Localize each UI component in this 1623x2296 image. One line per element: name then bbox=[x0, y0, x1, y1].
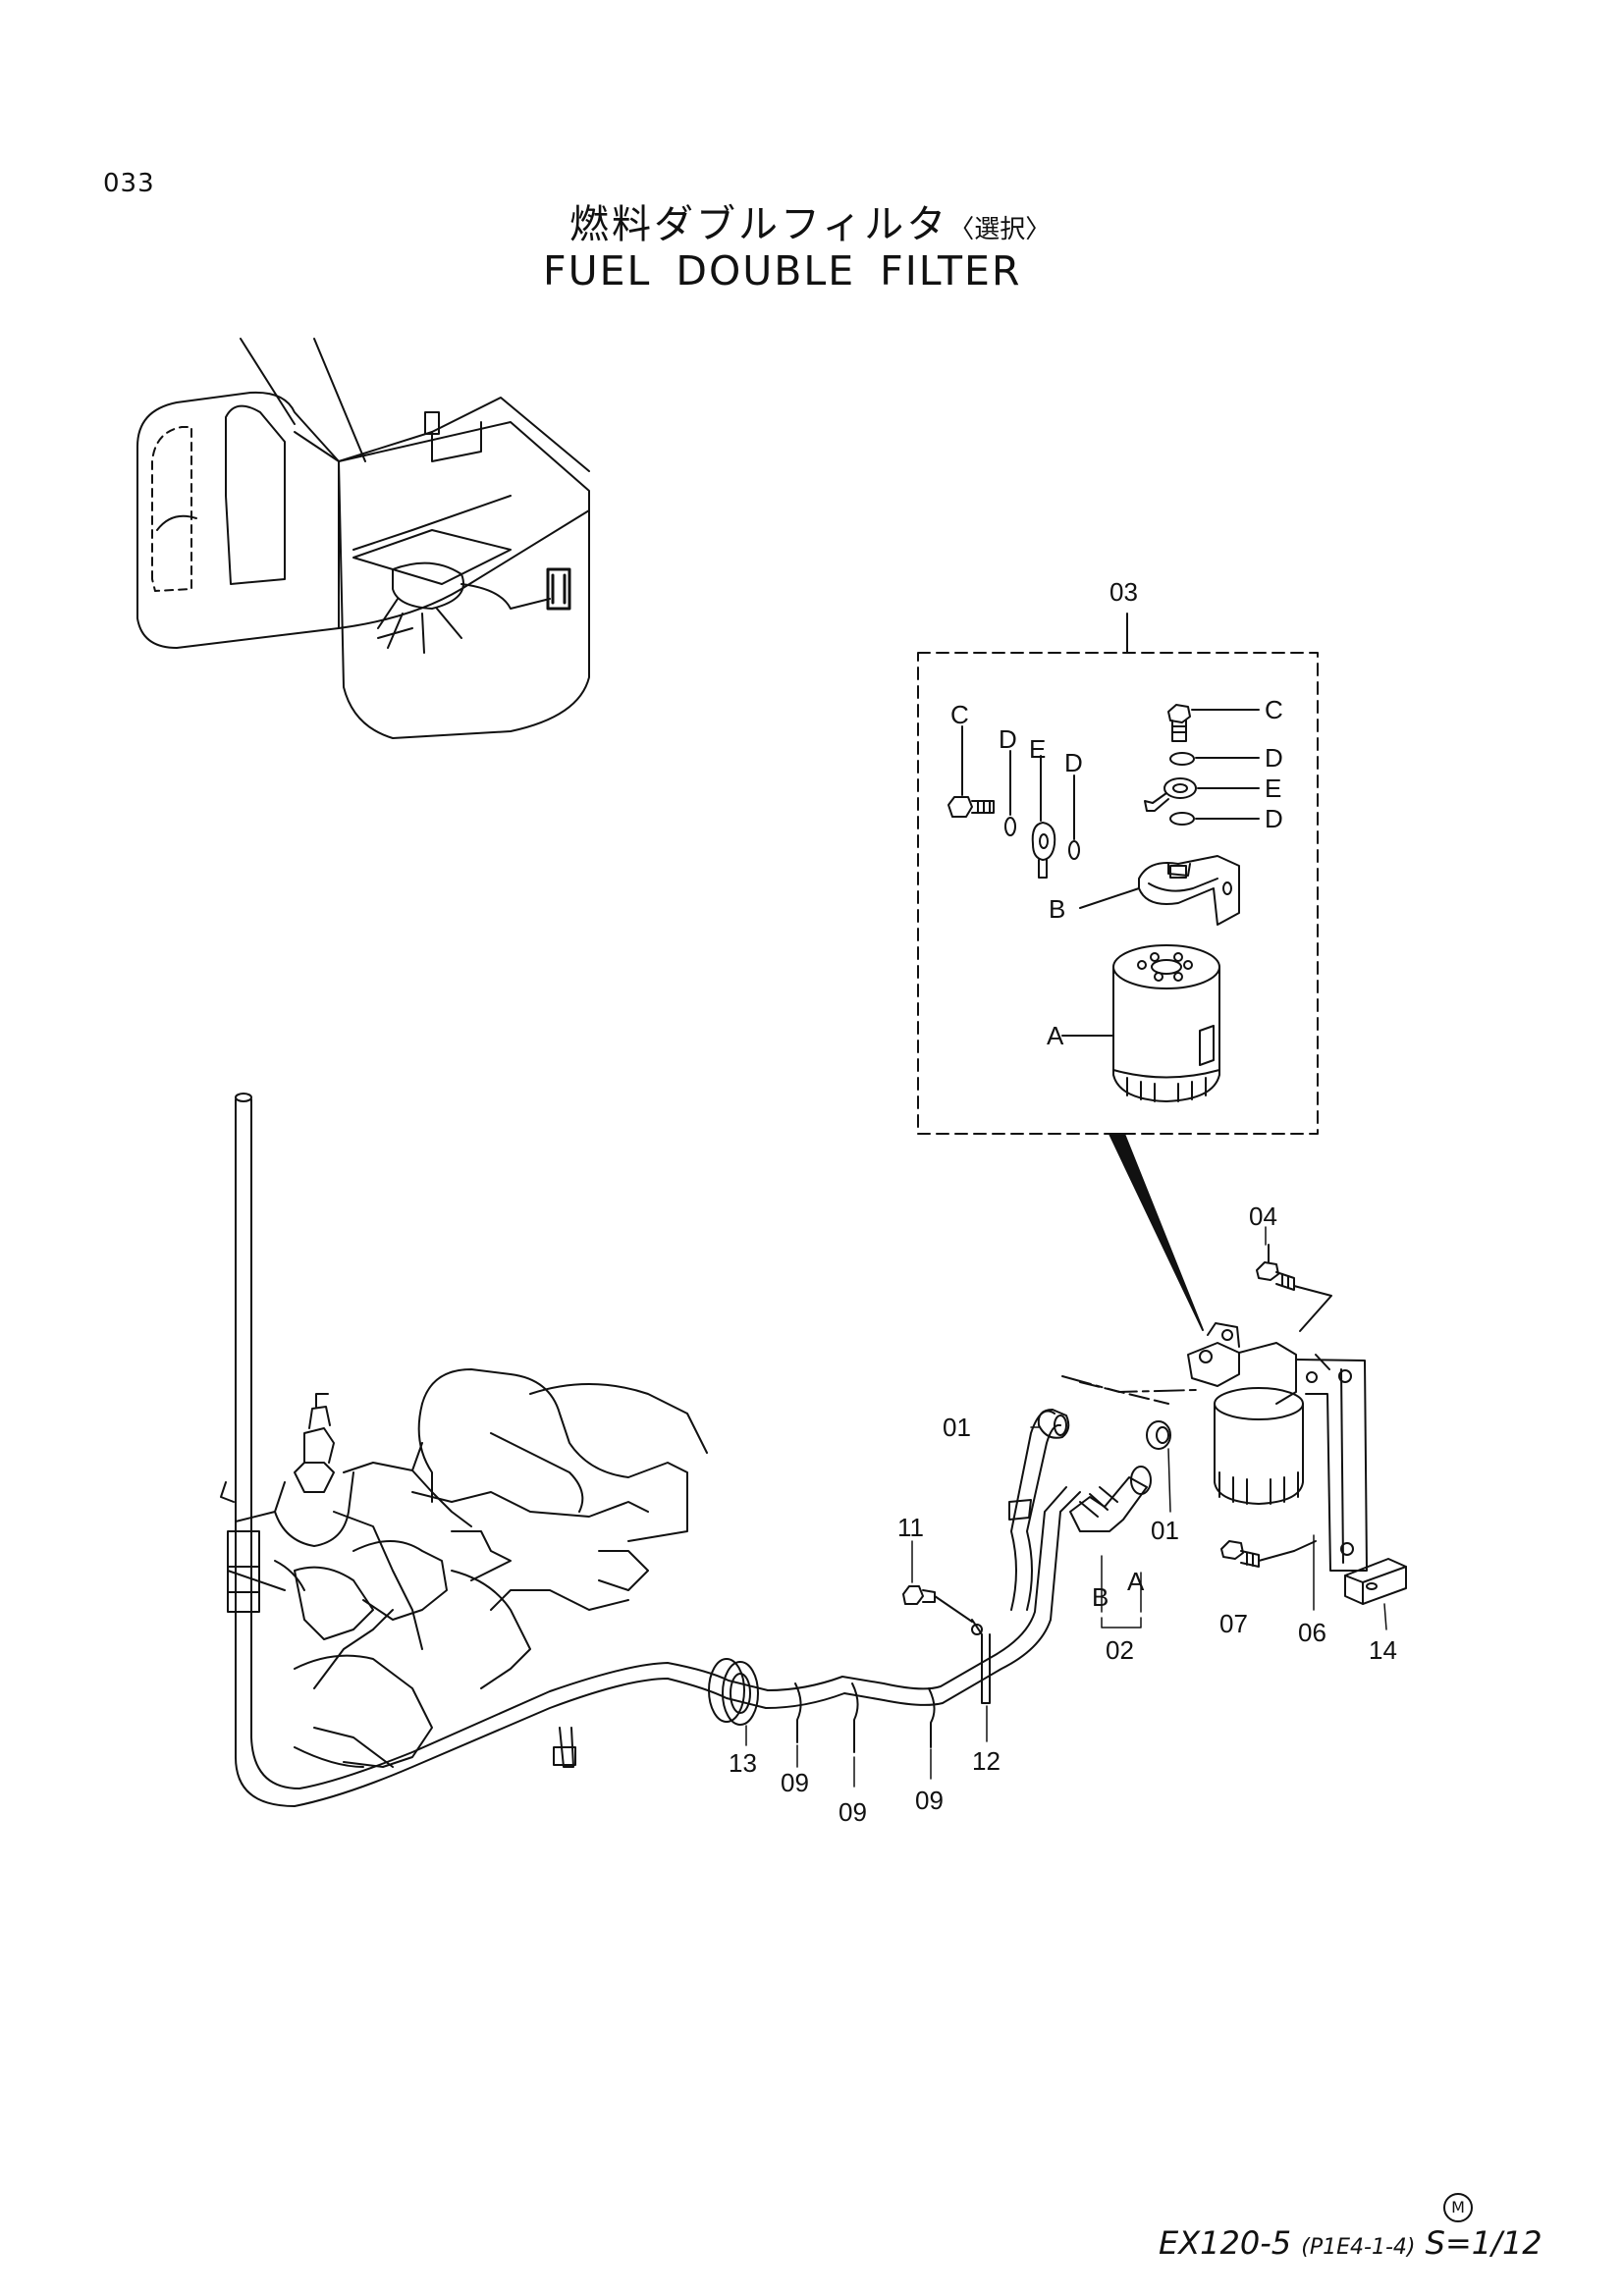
bolt-04 bbox=[1256, 1244, 1332, 1332]
clamp-09-a bbox=[794, 1682, 802, 1743]
label-09-b: 09 bbox=[839, 1797, 867, 1827]
label-01-right: 01 bbox=[1151, 1516, 1179, 1545]
label-d-right-2: D bbox=[1265, 804, 1283, 833]
label-d-left-2: D bbox=[1064, 748, 1083, 777]
label-11: 11 bbox=[897, 1513, 924, 1542]
label-07: 07 bbox=[1219, 1609, 1248, 1638]
assembly-03-boundary bbox=[917, 652, 1319, 1135]
page-number: 033 bbox=[103, 169, 155, 198]
eye-joint-e-left bbox=[1031, 755, 1056, 879]
bolt-07 bbox=[1220, 1540, 1317, 1568]
fuel-line-assembly bbox=[227, 1093, 1407, 1807]
clamp-09-c bbox=[928, 1687, 936, 1748]
label-d-right-1: D bbox=[1265, 743, 1283, 773]
label-04: 04 bbox=[1249, 1201, 1277, 1231]
washer-d-right-2 bbox=[1169, 812, 1195, 826]
page-title-jp: 燃料ダブルフィルタ〈選択〉 bbox=[569, 192, 1051, 249]
bolt-c-left bbox=[947, 725, 995, 818]
label-12: 12 bbox=[972, 1746, 1001, 1776]
filter-head-b bbox=[1079, 855, 1240, 926]
eye-joint-e-right bbox=[1144, 777, 1260, 812]
clamp-09-b bbox=[851, 1682, 859, 1753]
plate-14 bbox=[1344, 1558, 1407, 1605]
label-09-c: 09 bbox=[915, 1786, 944, 1815]
hose-clamp-01-right bbox=[1146, 1420, 1171, 1450]
footer: EX120-5 (P1E4-1-4) S=1/12 bbox=[1159, 2224, 1542, 2262]
label-06: 06 bbox=[1298, 1618, 1326, 1647]
page-title-en: FUEL DOUBLE FILTER bbox=[543, 247, 1022, 294]
fuel-filter-housing bbox=[1187, 1322, 1368, 1572]
label-02: 02 bbox=[1106, 1635, 1134, 1665]
bracket-12 bbox=[971, 1619, 991, 1704]
label-c-left: C bbox=[950, 700, 969, 729]
label-09-a: 09 bbox=[781, 1768, 809, 1797]
callout-leader-lines bbox=[745, 1226, 1387, 1788]
washer-d-left-1 bbox=[1004, 817, 1016, 836]
label-01-left: 01 bbox=[943, 1413, 971, 1442]
bolt-11 bbox=[902, 1585, 973, 1623]
label-c-right: C bbox=[1265, 695, 1283, 724]
label-a: A bbox=[1047, 1021, 1064, 1050]
bolt-c-right bbox=[1167, 704, 1260, 742]
filter-element-a bbox=[1061, 944, 1220, 1102]
engine-illustration bbox=[220, 1368, 708, 1768]
label-b: B bbox=[1049, 894, 1065, 924]
label-e-right: E bbox=[1265, 774, 1281, 803]
title-jp-main: 燃料ダブルフィルタ bbox=[569, 202, 949, 247]
grommet-13 bbox=[722, 1661, 759, 1726]
callout-labels: 03 C D E D C D E D B A 04 01 01 11 B A 0… bbox=[729, 577, 1397, 1827]
footer-mark: M bbox=[1443, 2193, 1473, 2222]
washer-d-right-1 bbox=[1169, 752, 1195, 766]
footer-code: (P1E4-1-4) bbox=[1301, 2235, 1416, 2260]
hose-clamp-01-left bbox=[1037, 1409, 1070, 1439]
label-14: 14 bbox=[1369, 1635, 1397, 1665]
assembly-03-exploded-view bbox=[917, 613, 1319, 1331]
label-e-left: E bbox=[1029, 734, 1046, 764]
washer-d-left-2 bbox=[1068, 840, 1080, 860]
footer-model: EX120-5 bbox=[1159, 2224, 1292, 2262]
assembly-pointer bbox=[1109, 1133, 1204, 1331]
machine-overview-illustration bbox=[136, 338, 590, 739]
label-hose-a: A bbox=[1127, 1567, 1145, 1596]
label-d-left-1: D bbox=[999, 724, 1017, 754]
label-hose-b: B bbox=[1092, 1582, 1109, 1612]
label-13: 13 bbox=[729, 1748, 757, 1778]
title-jp-option: 〈選択〉 bbox=[948, 215, 1052, 244]
label-03: 03 bbox=[1109, 577, 1138, 607]
footer-scale: S=1/12 bbox=[1425, 2224, 1542, 2262]
